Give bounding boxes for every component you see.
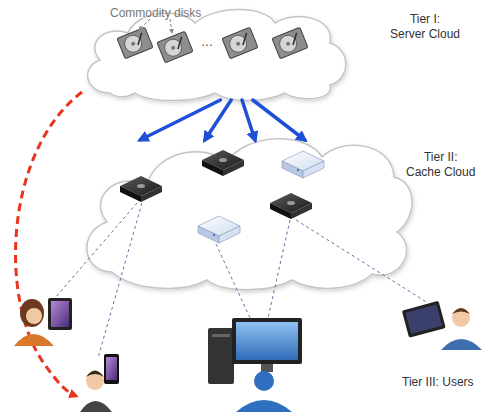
user-tablet-woman [14, 298, 72, 346]
diagram-label: … [201, 35, 213, 49]
label-holder: Commodity disks [110, 3, 201, 21]
user-desktop [208, 318, 302, 412]
tier-heading: Tier II: Cache Cloud [406, 150, 475, 180]
direct-stream-arrow [16, 92, 82, 396]
cloud-region: Tier II: Cache Cloud [72, 140, 418, 292]
label-holder: … [201, 32, 213, 50]
replication-arrow [242, 100, 255, 140]
cloud-art [87, 139, 412, 290]
cloud-art [88, 10, 346, 101]
user-tablet-man [402, 301, 482, 350]
diagram-label: Commodity disks [110, 6, 201, 20]
user-phone-man [80, 354, 119, 412]
heading-holder: Tier II: Cache Cloud [406, 150, 475, 180]
leader-arrows [139, 19, 172, 33]
label-holder: Tier III: Users [402, 372, 474, 390]
heading-holder: Tier I: Server Cloud [390, 12, 460, 42]
replication-arrow [253, 100, 305, 140]
tier-heading: Tier I: Server Cloud [390, 12, 460, 42]
diagram-label: Tier III: Users [402, 375, 474, 389]
replication-arrow [205, 100, 231, 140]
